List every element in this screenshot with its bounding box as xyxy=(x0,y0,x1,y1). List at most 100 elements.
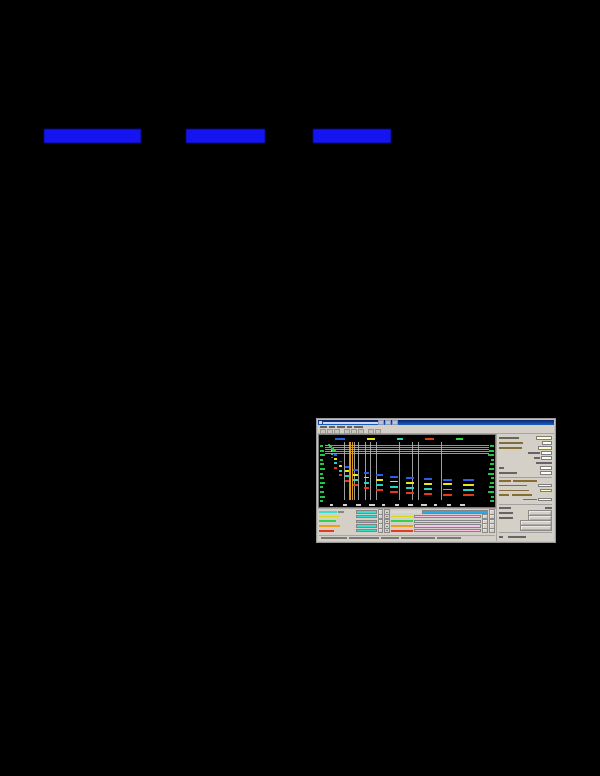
param-label-5 xyxy=(534,457,540,459)
teal-field-2[interactable] xyxy=(356,514,377,519)
teal-field-5[interactable] xyxy=(356,528,377,533)
x-axis-tick-label xyxy=(369,504,375,506)
plot-data-point xyxy=(344,474,350,477)
plot-gridline-v xyxy=(348,442,350,500)
series-label-orange xyxy=(319,525,340,527)
param-input-8[interactable] xyxy=(540,471,552,475)
y-axis-tick-label xyxy=(320,477,324,480)
x-axis-tick-label xyxy=(447,504,451,506)
left-column xyxy=(318,434,496,541)
plot-data-point xyxy=(344,465,350,468)
y-axis-tick-label-right xyxy=(488,454,494,457)
param-label-10 xyxy=(499,489,529,492)
plot-data-point xyxy=(352,469,358,472)
control-row xyxy=(391,513,495,520)
close-button[interactable] xyxy=(392,420,398,425)
param-label-6 xyxy=(536,462,552,464)
toolbar-button-zoom-in[interactable] xyxy=(344,428,350,434)
param-input-5[interactable] xyxy=(541,456,552,460)
hyperlink-row xyxy=(0,129,600,145)
document-hyperlink-3[interactable] xyxy=(313,129,391,143)
plot-data-point xyxy=(406,492,415,494)
series-label-green xyxy=(319,520,336,523)
document-hyperlink-2[interactable] xyxy=(186,129,265,143)
param-input-10[interactable] xyxy=(540,488,552,493)
toolbar-button-save[interactable] xyxy=(334,428,340,434)
x-axis-tick-label xyxy=(460,504,465,506)
plot-gridline-h xyxy=(325,448,489,450)
param-input-1[interactable] xyxy=(536,436,552,440)
param-row xyxy=(499,451,552,455)
plot-gridline-v xyxy=(411,442,413,500)
plot-data-point xyxy=(423,493,433,495)
y-axis-tick-label xyxy=(320,463,324,466)
param-row xyxy=(499,471,552,475)
plot-data-point xyxy=(376,489,383,491)
minimize-button[interactable] xyxy=(378,420,384,425)
maximize-button[interactable] xyxy=(385,420,391,425)
teal-stepper-5[interactable] xyxy=(377,528,384,534)
control-column-pink xyxy=(391,509,495,535)
control-row xyxy=(319,519,355,523)
panel-button-4[interactable] xyxy=(520,525,552,532)
plot-cursor[interactable] xyxy=(351,442,353,500)
y-axis-tick-label-right xyxy=(491,458,494,461)
plot-data-point xyxy=(406,481,415,484)
y-axis-tick-label-right xyxy=(491,495,494,498)
pink-button-5b[interactable] xyxy=(489,528,495,534)
teal-field-1[interactable] xyxy=(356,510,377,514)
toolbar-button-open[interactable] xyxy=(327,428,333,434)
param-input-4[interactable] xyxy=(541,451,552,455)
y-axis-tick-label-right xyxy=(490,481,494,484)
pink-field-2[interactable] xyxy=(413,514,482,519)
plot-data-point xyxy=(390,490,398,493)
param-label-8 xyxy=(499,472,517,474)
toolbar-button-settings[interactable] xyxy=(375,428,381,434)
param-input-2[interactable] xyxy=(542,441,552,445)
param-input-3[interactable] xyxy=(538,446,552,450)
y-axis-tick-label xyxy=(320,454,325,457)
plot-data-point xyxy=(334,466,338,469)
app-window xyxy=(318,420,554,541)
control-column-teal xyxy=(356,509,390,535)
document-hyperlink-1[interactable] xyxy=(44,129,141,143)
pink-field-5[interactable] xyxy=(413,528,482,533)
plot-gridline-h xyxy=(325,450,489,452)
panel-section-header-1 xyxy=(499,480,552,483)
teal-dropdown-5[interactable] xyxy=(384,528,390,534)
toolbar-button-cursor[interactable] xyxy=(358,428,364,434)
selected-field[interactable] xyxy=(421,510,489,514)
plot-canvas[interactable] xyxy=(318,434,496,508)
plot-cursor[interactable] xyxy=(350,442,352,500)
menu-item-5[interactable] xyxy=(354,426,363,428)
plot-data-point xyxy=(344,480,350,482)
menu-item-1[interactable] xyxy=(320,426,327,428)
teal-field-4[interactable] xyxy=(356,524,377,528)
menu-item-2[interactable] xyxy=(329,426,335,428)
pink-field-4[interactable] xyxy=(413,524,482,528)
pink-button-5[interactable] xyxy=(482,528,489,534)
plot-data-point xyxy=(376,474,383,477)
param-input-9[interactable] xyxy=(538,483,552,488)
param-row xyxy=(499,456,552,460)
embedded-application-screenshot xyxy=(316,418,556,543)
plot-data-point xyxy=(352,484,358,486)
menu-item-3[interactable] xyxy=(337,426,345,428)
param-input-11[interactable] xyxy=(538,497,552,502)
toolbar-button-zoom-out[interactable] xyxy=(351,428,357,434)
param-input-7[interactable] xyxy=(540,466,552,470)
plot-data-point xyxy=(423,482,433,485)
plot-data-point xyxy=(390,480,398,483)
y-axis-tick-label xyxy=(320,491,324,493)
teal-field-3[interactable] xyxy=(356,519,377,524)
toolbar-button-new[interactable] xyxy=(320,428,326,434)
param-row xyxy=(499,446,552,450)
x-axis-tick-label xyxy=(330,504,333,506)
plot-data-point xyxy=(376,478,383,481)
toolbar-button-run[interactable] xyxy=(368,428,374,434)
menu-item-4[interactable] xyxy=(347,426,352,428)
pink-field-3[interactable] xyxy=(413,519,482,524)
status-segment-3 xyxy=(381,537,399,539)
param-label-3 xyxy=(499,447,522,449)
param-label-4 xyxy=(528,452,540,454)
